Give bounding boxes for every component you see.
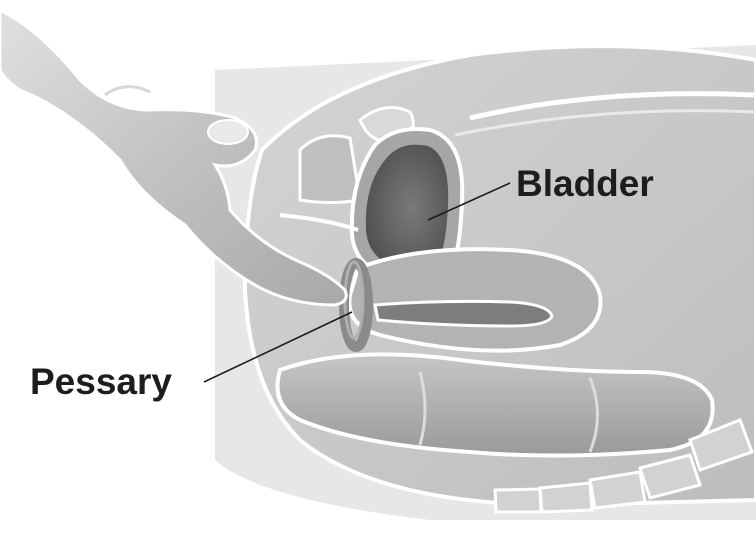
pubic-tissue [300,136,360,203]
uterine-cavity [375,301,552,326]
knuckle [105,87,150,95]
bladder-label: Bladder [516,163,654,204]
uterus [349,249,600,351]
fingernail [208,120,248,144]
pessary-label: Pessary [30,361,172,402]
